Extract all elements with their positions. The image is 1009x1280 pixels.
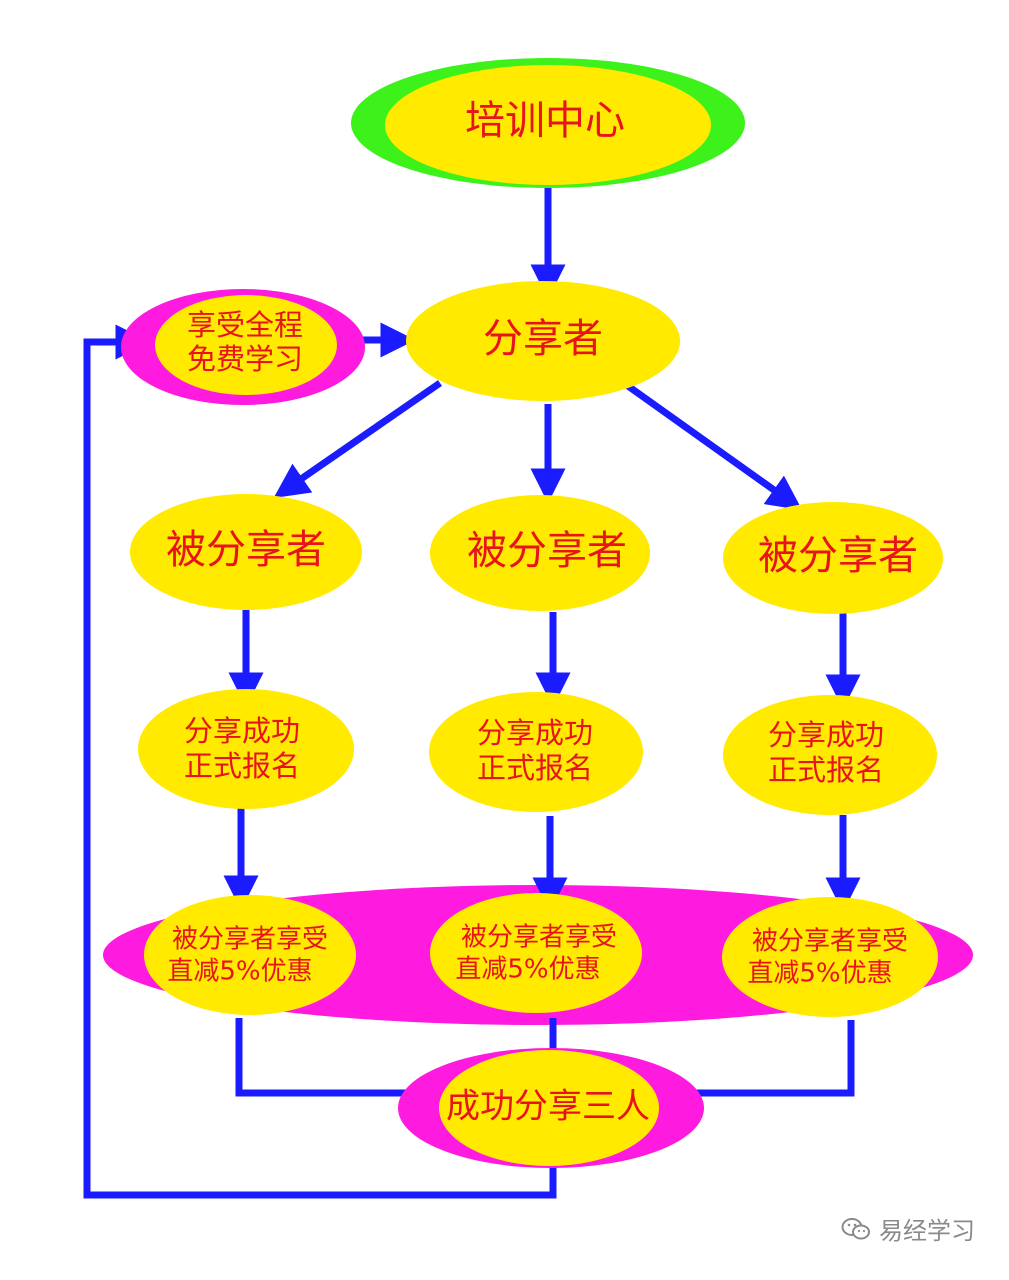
node-success: 成功分享三人 [398,1048,704,1168]
collector-right [660,1020,855,1097]
arrow-sharer-to-shared-left [273,380,442,498]
node-reward: 享受全程 免费学习 [121,289,365,405]
node-discount-left-line1: 被分享者享受 [172,925,328,955]
node-signup-middle-line1: 分享成功 [477,716,593,750]
wechat-icon [841,1217,871,1241]
node-shared-left-label: 被分享者 [166,527,326,573]
node-shared-middle: 被分享者 [430,495,650,611]
node-signup-left-line1: 分享成功 [184,714,300,748]
node-signup-middle: 分享成功 正式报名 [429,692,643,812]
node-signup-left: 分享成功 正式报名 [138,689,354,809]
node-signup-right-line1: 分享成功 [768,718,884,752]
node-signup-left-line2: 正式报名 [184,749,300,783]
node-shared-left: 被分享者 [130,494,362,610]
collector-left [235,1018,410,1097]
node-sharer-label: 分享者 [483,316,603,362]
node-shared-right: 被分享者 [723,502,943,614]
node-discount-middle: 被分享者享受 直减5%优惠 [430,893,642,1013]
node-discount-middle-line2: 直减5%优惠 [455,955,600,985]
node-center: 培训中心 [351,58,745,188]
loop-connector [83,324,557,1199]
watermark: 易经学习 [841,1211,975,1246]
node-center-label: 培训中心 [465,98,625,144]
node-shared-right-label: 被分享者 [758,533,918,579]
node-reward-line2: 免费学习 [187,342,303,376]
node-signup-middle-line2: 正式报名 [477,751,593,785]
node-signup-right-line2: 正式报名 [768,753,884,787]
node-reward-line1: 享受全程 [187,308,303,342]
node-discount-right-line1: 被分享者享受 [752,927,908,957]
arrow-sharer-to-shared-right [625,383,803,511]
node-success-label: 成功分享三人 [446,1087,650,1127]
node-sharer: 分享者 [406,281,680,401]
node-discount-right: 被分享者享受 直减5%优惠 [722,897,938,1017]
watermark-text: 易经学习 [879,1217,975,1245]
node-shared-middle-label: 被分享者 [467,528,627,574]
node-signup-right: 分享成功 正式报名 [723,695,937,815]
node-discount-left-line2: 直减5%优惠 [167,957,312,987]
node-discount-left: 被分享者享受 直减5%优惠 [144,895,356,1015]
node-discount-middle-line1: 被分享者享受 [461,923,617,953]
node-discount-right-line2: 直减5%优惠 [747,959,892,989]
